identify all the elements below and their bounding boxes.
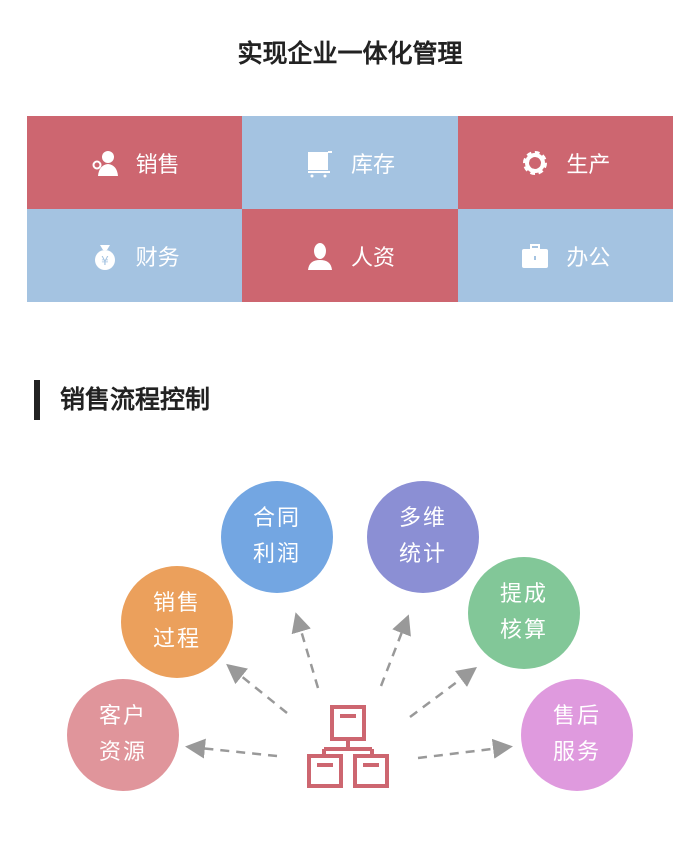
section-title: 销售流程控制 <box>34 380 210 420</box>
circle-label: 售后 <box>552 704 601 729</box>
module-label: 人资 <box>350 245 395 271</box>
arrow <box>185 738 278 759</box>
page-title: 实现企业一体化管理 <box>237 39 463 68</box>
module-office[interactable]: 办公 <box>457 209 673 302</box>
module-finance[interactable]: ¥ 财务 <box>27 209 243 302</box>
circle-label: 过程 <box>152 627 201 652</box>
module-hr[interactable]: 人资 <box>242 209 458 302</box>
arrow <box>226 663 288 714</box>
module-label: 销售 <box>135 152 180 178</box>
circle-label: 提成 <box>499 582 548 607</box>
circle-label: 统计 <box>398 542 447 567</box>
module-sales[interactable]: 销售 <box>27 116 243 209</box>
arrow <box>379 614 411 687</box>
module-label: 财务 <box>135 245 180 271</box>
money-bag-icon: ¥ <box>94 244 115 270</box>
arrow <box>409 667 478 719</box>
flow-after-sales[interactable]: 售后服务 <box>521 679 633 791</box>
briefcase-icon <box>522 243 549 268</box>
circle-label: 销售 <box>152 591 201 616</box>
flow-customer-resources[interactable]: 客户资源 <box>67 679 179 791</box>
module-production[interactable]: 生产 <box>457 116 673 209</box>
flow-contract-profit[interactable]: 合同利润 <box>221 481 333 593</box>
module-grid: 销售 库存 生产 ¥ 财务 人资 办公 <box>27 116 673 302</box>
gear-icon <box>523 150 548 175</box>
svg-text:¥: ¥ <box>101 254 109 268</box>
module-inventory[interactable]: 库存 <box>242 116 458 209</box>
circle-label: 多维 <box>398 506 447 531</box>
flow-commission[interactable]: 提成核算 <box>468 557 580 669</box>
module-label: 生产 <box>566 152 611 178</box>
org-chart-icon <box>307 705 389 788</box>
flow-statistics[interactable]: 多维统计 <box>367 481 479 593</box>
arrow <box>417 738 513 760</box>
cart-icon <box>307 150 332 177</box>
module-label: 库存 <box>350 152 395 178</box>
flow-sales-process[interactable]: 销售过程 <box>121 566 233 678</box>
circle-label: 客户 <box>98 704 147 729</box>
circle-label: 利润 <box>252 542 301 567</box>
arrow <box>291 612 320 689</box>
circle-label: 合同 <box>252 506 301 531</box>
circle-label: 服务 <box>552 740 601 765</box>
salesperson-icon <box>92 150 118 176</box>
person-icon <box>307 242 332 270</box>
circle-label: 核算 <box>499 618 548 643</box>
circle-label: 资源 <box>98 740 147 765</box>
module-label: 办公 <box>566 245 611 271</box>
